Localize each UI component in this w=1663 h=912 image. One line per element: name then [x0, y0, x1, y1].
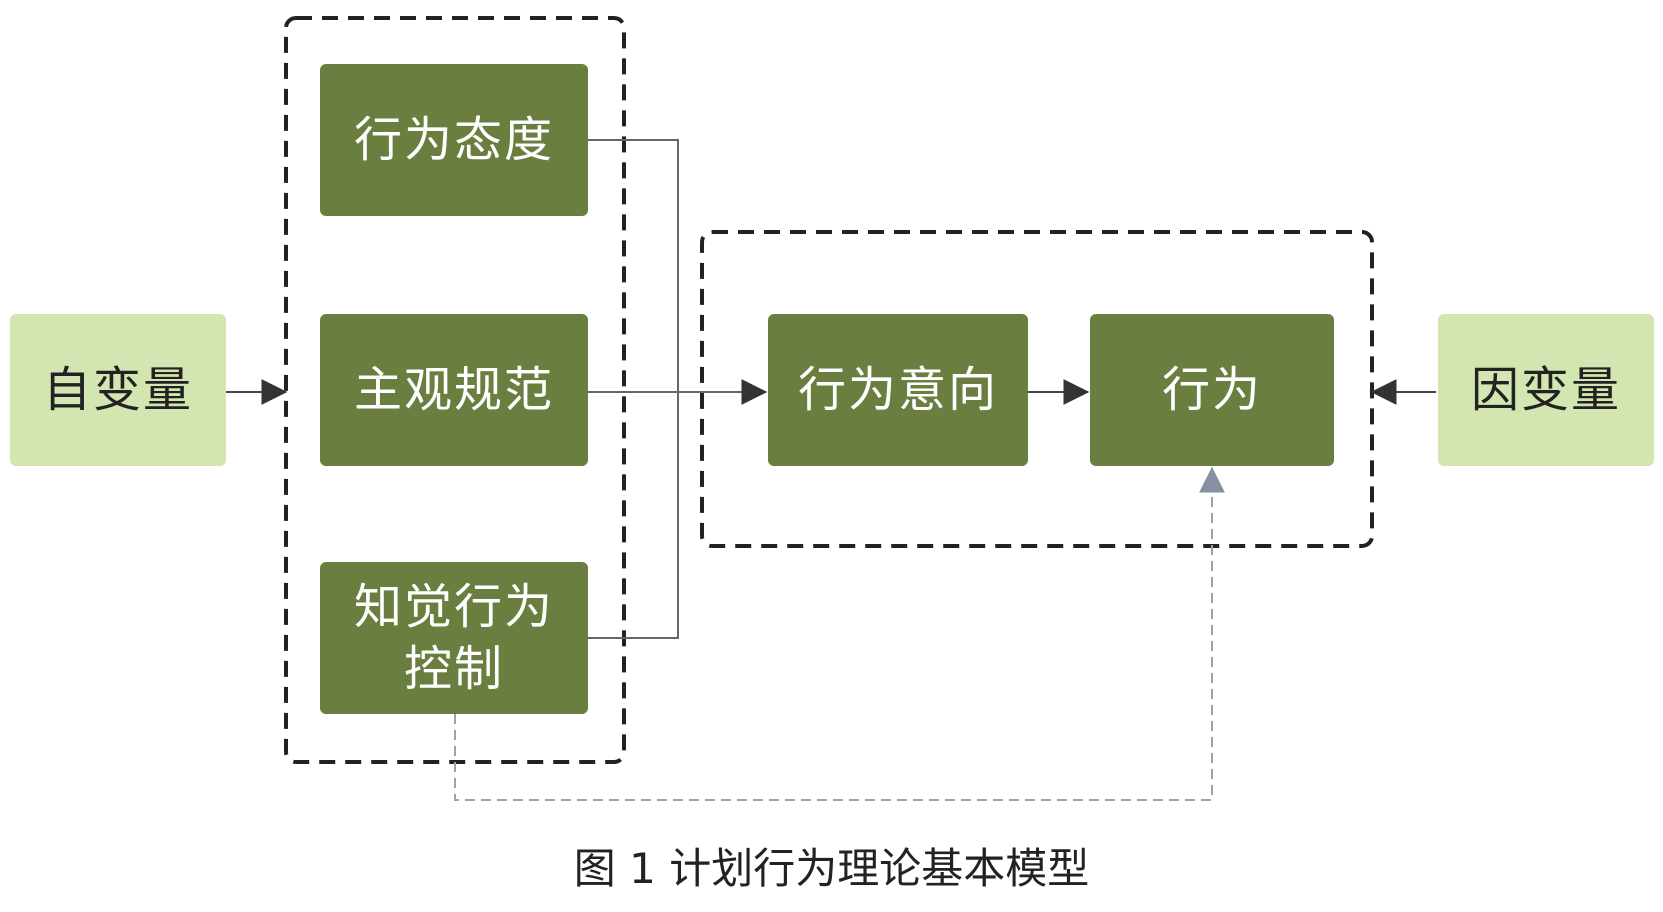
dashed-connector-control-to-behavior — [454, 466, 1225, 801]
node-intention: 行为意向 — [768, 314, 1028, 466]
node-behavior-label: 行为 — [1161, 362, 1262, 418]
connector-attitude — [588, 139, 679, 392]
node-dependent-variable-label: 因变量 — [1470, 362, 1621, 418]
node-perceived-control-label: 知觉行为控制 — [353, 579, 554, 697]
figure-caption: 图 1 计划行为理论基本模型 — [573, 844, 1090, 893]
node-intention-label: 行为意向 — [797, 362, 998, 418]
node-attitude-label: 行为态度 — [353, 112, 554, 168]
node-subjective-norm-label: 主观规范 — [353, 362, 554, 418]
connector-control — [588, 392, 679, 639]
node-dependent-variable: 因变量 — [1438, 314, 1654, 466]
node-behavior: 行为 — [1090, 314, 1334, 466]
node-attitude: 行为态度 — [320, 64, 588, 216]
node-perceived-control: 知觉行为控制 — [320, 562, 588, 714]
node-subjective-norm: 主观规范 — [320, 314, 588, 466]
node-independent-variable: 自变量 — [10, 314, 226, 466]
node-independent-variable-label: 自变量 — [42, 362, 193, 418]
